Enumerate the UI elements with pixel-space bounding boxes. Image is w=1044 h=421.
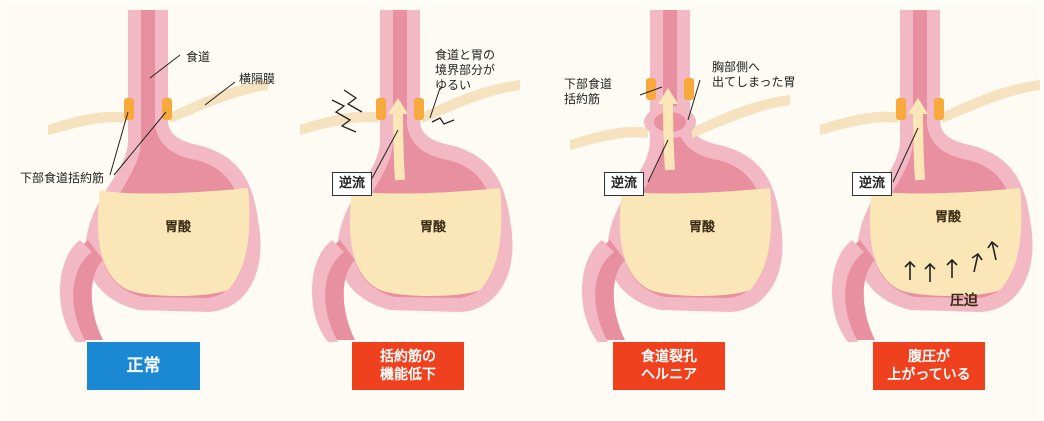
panel-hiatal-hernia bbox=[570, 10, 790, 342]
badge-hiatal-hernia: 食道裂孔 ヘルニア bbox=[613, 342, 725, 390]
acid-label: 胃酸 bbox=[165, 220, 192, 235]
badge-sphincter-dysfunction: 括約筋の 機能低下 bbox=[352, 342, 464, 390]
acid-label: 胃酸 bbox=[689, 220, 716, 235]
reflux-box: 逆流 bbox=[332, 172, 373, 196]
label-sphincter: 下部食道 括約筋 bbox=[564, 77, 613, 106]
label-esophagus: 食道 bbox=[186, 50, 211, 64]
label-diaphragm: 横隔膜 bbox=[239, 72, 276, 86]
panel-abdominal-pressure bbox=[820, 10, 1040, 342]
acid-label: 胃酸 bbox=[420, 220, 447, 235]
acid-label: 胃酸 bbox=[935, 210, 962, 225]
badge-abdominal-pressure: 腹圧が 上がっている bbox=[873, 342, 985, 390]
reflux-box: 逆流 bbox=[604, 172, 645, 196]
panel-sphincter-dysfunction bbox=[300, 10, 520, 342]
pressure-arrows bbox=[904, 240, 999, 282]
reflux-box: 逆流 bbox=[852, 172, 893, 196]
label-boundary-loose: 食道と胃の 境界部分が ゆるい bbox=[435, 48, 496, 92]
label-compression: 圧迫 bbox=[950, 293, 978, 309]
badge-normal: 正常 bbox=[87, 342, 200, 390]
label-sphincter: 下部食道括約筋 bbox=[20, 171, 105, 185]
label-herniated-stomach: 胸部側へ 出てしまった胃 bbox=[712, 60, 796, 89]
